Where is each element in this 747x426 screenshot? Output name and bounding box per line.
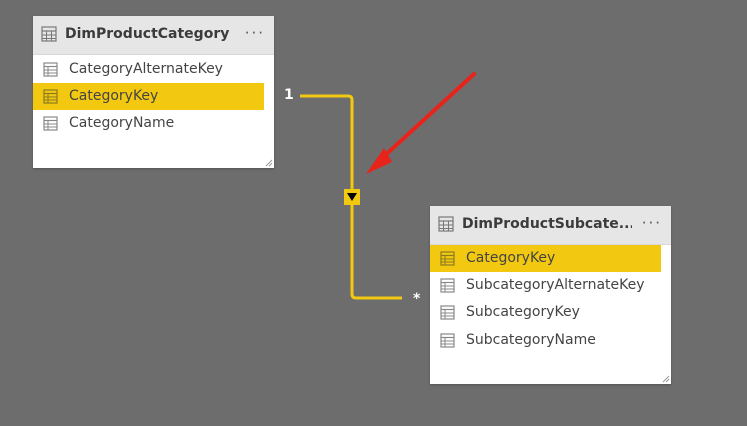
table-card-dimproductcategory[interactable]: DimProductCategory ··· CategoryAlternate… bbox=[33, 16, 274, 168]
cardinality-one-label: 1 bbox=[284, 87, 294, 103]
table-icon bbox=[41, 26, 57, 42]
field-row-selected[interactable]: CategoryKey bbox=[430, 245, 661, 272]
field-row[interactable]: SubcategoryKey bbox=[430, 299, 671, 326]
column-icon bbox=[440, 305, 455, 320]
filter-direction-marker[interactable] bbox=[344, 189, 360, 205]
field-row[interactable]: CategoryName bbox=[33, 110, 274, 137]
column-icon bbox=[440, 333, 455, 348]
column-icon bbox=[43, 116, 58, 131]
field-row[interactable]: SubcategoryAlternateKey bbox=[430, 272, 671, 299]
field-label: CategoryKey bbox=[69, 88, 159, 104]
column-icon bbox=[440, 251, 455, 266]
field-row-selected[interactable]: CategoryKey bbox=[33, 83, 264, 110]
triangle-down-icon bbox=[347, 193, 357, 201]
field-label: CategoryAlternateKey bbox=[69, 61, 223, 77]
resize-grip-icon[interactable] bbox=[265, 159, 273, 167]
table-header[interactable]: DimProductCategory ··· bbox=[33, 16, 274, 55]
table-icon bbox=[438, 216, 454, 232]
table-title: DimProductSubcate... bbox=[462, 216, 632, 232]
field-label: SubcategoryName bbox=[466, 332, 596, 348]
resize-grip-icon[interactable] bbox=[662, 375, 670, 383]
field-label: SubcategoryAlternateKey bbox=[466, 277, 645, 293]
cardinality-many-label: * bbox=[413, 291, 421, 307]
field-label: SubcategoryKey bbox=[466, 304, 580, 320]
table-header[interactable]: DimProductSubcate... ··· bbox=[430, 206, 671, 245]
field-row[interactable]: SubcategoryName bbox=[430, 327, 671, 354]
column-icon bbox=[43, 62, 58, 77]
field-label: CategoryKey bbox=[466, 250, 556, 266]
field-label: CategoryName bbox=[69, 115, 175, 131]
more-options-icon[interactable]: ··· bbox=[641, 214, 662, 232]
red-arrow-icon bbox=[366, 72, 476, 174]
table-card-dimproductsubcategory[interactable]: DimProductSubcate... ··· CategoryKey Sub… bbox=[430, 206, 671, 384]
column-icon bbox=[43, 89, 58, 104]
more-options-icon[interactable]: ··· bbox=[244, 24, 265, 42]
column-icon bbox=[440, 278, 455, 293]
field-row[interactable]: CategoryAlternateKey bbox=[33, 56, 274, 83]
table-title: DimProductCategory bbox=[65, 26, 230, 42]
